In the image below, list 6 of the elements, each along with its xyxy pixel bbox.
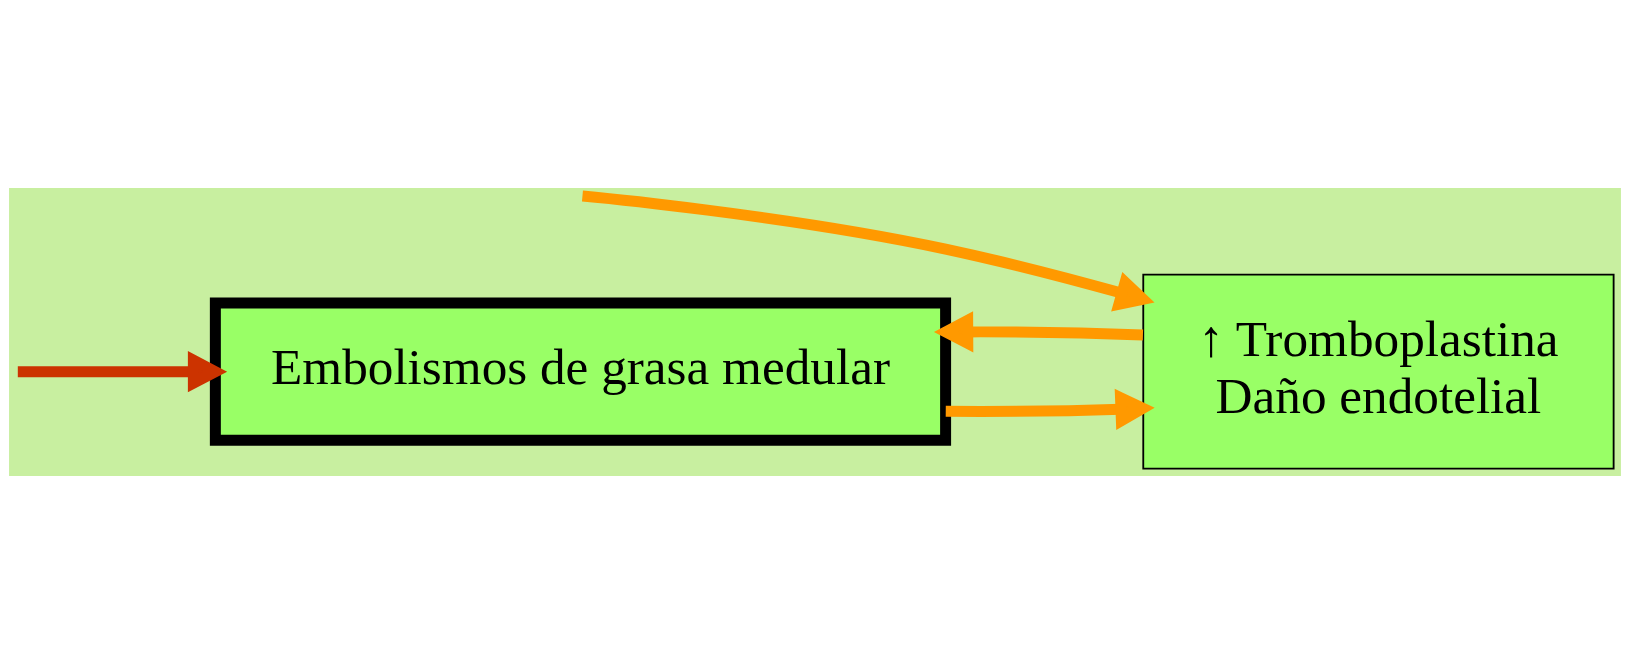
arrow bbox=[17, 351, 228, 393]
node-box: ↑ Tromboplastina Daño endotelial bbox=[1142, 273, 1615, 470]
arrow bbox=[933, 311, 1144, 353]
arrow bbox=[581, 190, 1155, 312]
node-box: Embolismos de grasa medular bbox=[209, 297, 952, 446]
arrow bbox=[945, 388, 1155, 430]
